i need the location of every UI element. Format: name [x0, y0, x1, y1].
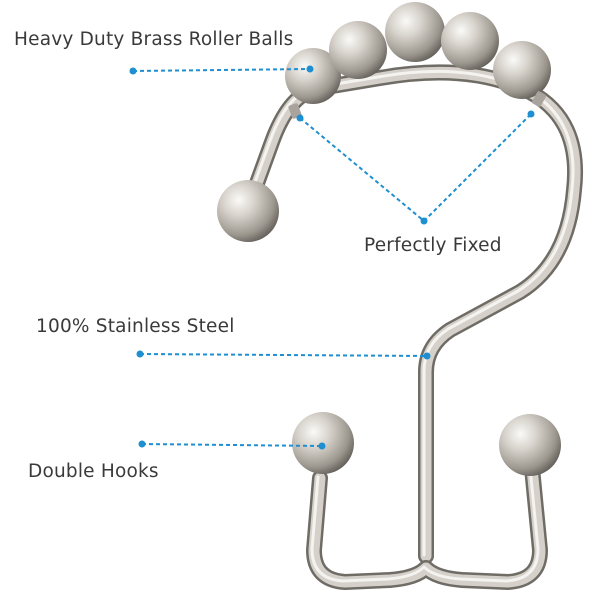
roller-ball-4 [441, 12, 499, 70]
leader-line-hooks [141, 443, 323, 447]
leader-dot [129, 67, 137, 75]
fix-clip-right [531, 91, 547, 107]
leader-dot [420, 217, 428, 225]
roller-ball-5 [493, 41, 551, 99]
label-double-hooks: Double Hooks [28, 461, 159, 482]
label-roller-balls: Heavy Duty Brass Roller Balls [14, 29, 294, 50]
hook-ball-right [499, 414, 561, 476]
leader-dot [423, 352, 431, 360]
leader-dot [306, 65, 314, 73]
fix-clip-left [288, 103, 302, 119]
roller-ball-3 [385, 2, 445, 62]
shower-hook [217, 2, 583, 590]
leader-dot [296, 114, 304, 122]
leader-lines [132, 68, 532, 447]
label-stainless-steel: 100% Stainless Steel [36, 316, 235, 337]
leader-dot [136, 350, 144, 358]
end-ball-left [217, 180, 279, 242]
leader-line-steel [139, 353, 428, 357]
roller-ball-1 [285, 48, 341, 104]
label-perfectly-fixed: Perfectly Fixed [364, 235, 502, 256]
roller-ball-2 [329, 21, 387, 79]
leader-line-rollers [132, 68, 311, 72]
leader-dots [129, 65, 535, 450]
leader-dot [138, 440, 146, 448]
leader-dot [527, 110, 535, 118]
leader-dot [318, 442, 326, 450]
leader-line-fixed [299, 113, 532, 223]
